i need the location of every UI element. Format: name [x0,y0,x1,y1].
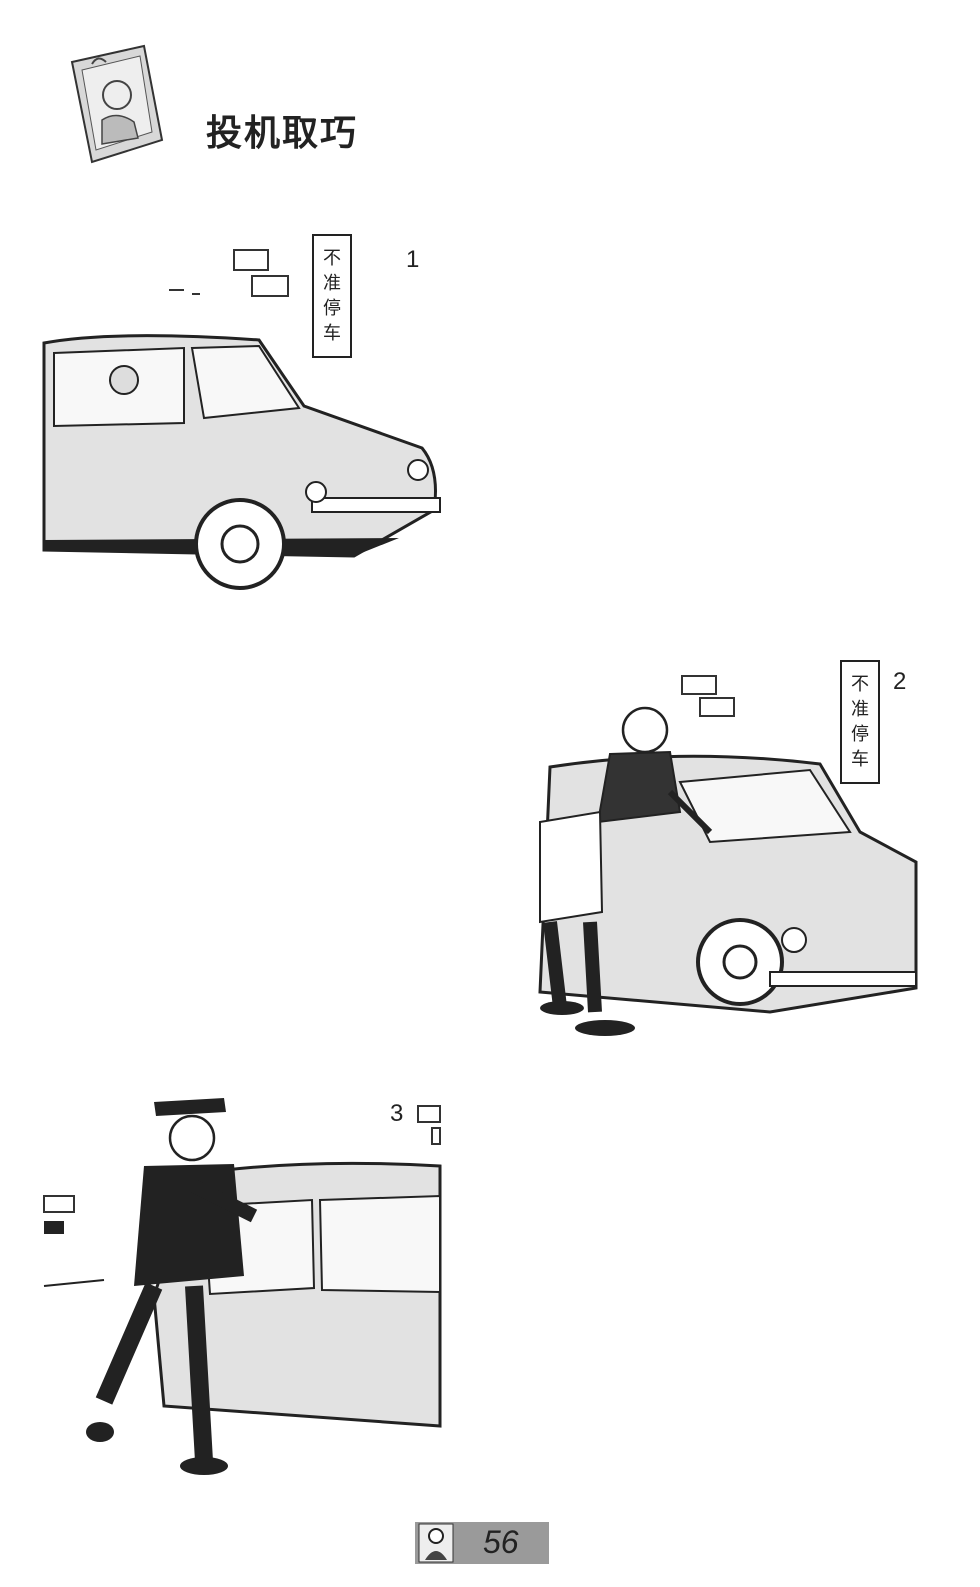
page-number-badge: 56 [415,1522,549,1564]
sign-char: 车 [323,323,341,344]
panel-1-number: 1 [406,246,420,273]
page-number: 56 [483,1524,519,1560]
panel-2-no-parking-sign: 不 准 停 车 [840,660,880,784]
sign-char: 准 [851,699,869,720]
panel-1-no-parking-sign: 不 准 停 车 [312,234,352,358]
panel-2-number: 2 [893,668,907,695]
sign-char: 停 [323,298,341,319]
header-poster-icon [70,44,164,164]
reader-icon [418,1523,454,1563]
sign-char: 停 [851,724,869,745]
panel-1-car-illustration [42,249,441,590]
panel-3-number: 3 [390,1100,404,1127]
sign-char: 准 [323,273,341,294]
sign-char: 不 [851,674,869,695]
page-title: 投机取巧 [206,113,359,154]
sign-char: 车 [851,749,869,770]
sign-char: 不 [323,248,341,269]
panel-3-policeman-at-car-illustration [43,1098,442,1475]
panel-2-man-at-car-illustration [538,675,918,1036]
